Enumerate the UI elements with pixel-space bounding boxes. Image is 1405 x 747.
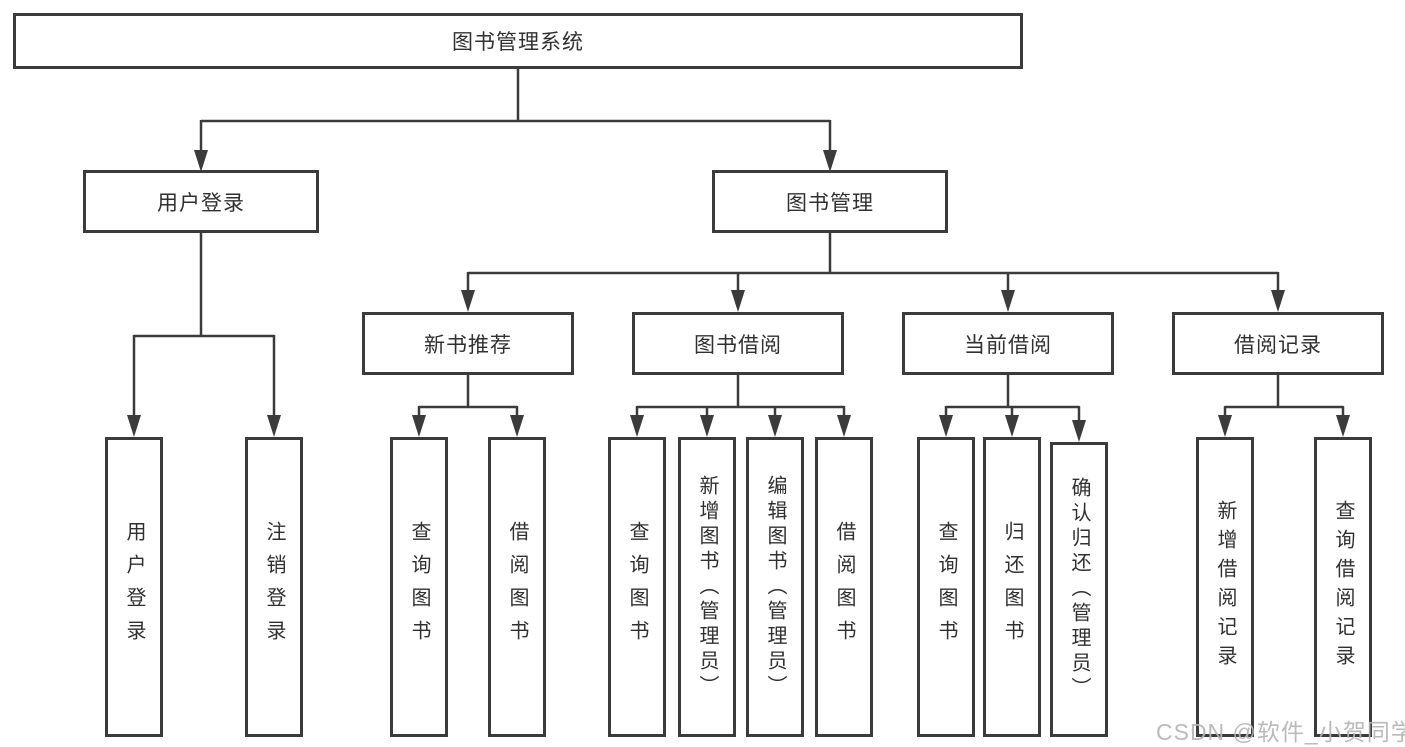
node-borrow-records: 借阅记录 (1172, 312, 1384, 375)
leaf-add-borrow-record: 新增借阅记录 (1196, 437, 1254, 737)
leaf-borrow-books-recommend: 借阅图书 (488, 437, 546, 737)
node-label: 查询图书 (408, 521, 430, 653)
node-system-root: 图书管理系统 (13, 13, 1023, 69)
leaf-query-books-recommend: 查询图书 (390, 437, 448, 737)
node-label: 归还图书 (1001, 521, 1023, 653)
node-label: 注销登录 (263, 521, 285, 653)
node-label: 图书借阅 (694, 333, 782, 357)
node-new-book-recommend: 新书推荐 (362, 312, 574, 375)
leaf-logout: 注销登录 (245, 437, 303, 737)
leaf-borrow-book: 借阅图书 (815, 437, 873, 737)
leaf-query-books-borrow: 查询图书 (608, 437, 666, 737)
node-user-login: 用户登录 (83, 170, 319, 233)
leaf-query-books-current: 查询图书 (917, 437, 975, 737)
node-label: 用户登录 (123, 521, 145, 653)
node-book-management: 图书管理 (712, 170, 948, 233)
csdn-watermark: CSDN @软件_小贺同学 (1156, 719, 1405, 745)
node-current-borrow: 当前借阅 (902, 312, 1114, 375)
node-label: 新书推荐 (424, 333, 512, 357)
node-label: 查询图书 (935, 521, 957, 653)
node-label: 查询借阅记录 (1332, 500, 1354, 674)
node-label: 当前借阅 (964, 333, 1052, 357)
leaf-return-book: 归还图书 (983, 437, 1041, 737)
node-label: 借阅图书 (833, 521, 855, 653)
arrowheads (127, 150, 1350, 442)
leaf-query-borrow-record: 查询借阅记录 (1314, 437, 1372, 737)
node-book-borrow: 图书借阅 (632, 312, 844, 375)
leaf-add-book-admin: 新增图书（管理员） (678, 437, 736, 737)
node-label: 新增图书（管理员） (696, 474, 718, 700)
node-label: 借阅记录 (1234, 333, 1322, 357)
leaf-user-login: 用户登录 (105, 437, 163, 737)
node-label: 图书管理 (786, 191, 874, 215)
node-label: 借阅图书 (506, 521, 528, 653)
node-label: 新增借阅记录 (1214, 500, 1236, 674)
node-label: 用户登录 (157, 191, 245, 215)
leaf-edit-book-admin: 编辑图书（管理员） (746, 437, 804, 737)
node-label: 确认归还（管理员） (1068, 477, 1090, 702)
node-label: 图书管理系统 (452, 31, 584, 54)
leaf-confirm-return-admin: 确认归还（管理员） (1050, 442, 1108, 737)
node-label: 编辑图书（管理员） (764, 474, 786, 700)
node-label: 查询图书 (626, 521, 648, 653)
